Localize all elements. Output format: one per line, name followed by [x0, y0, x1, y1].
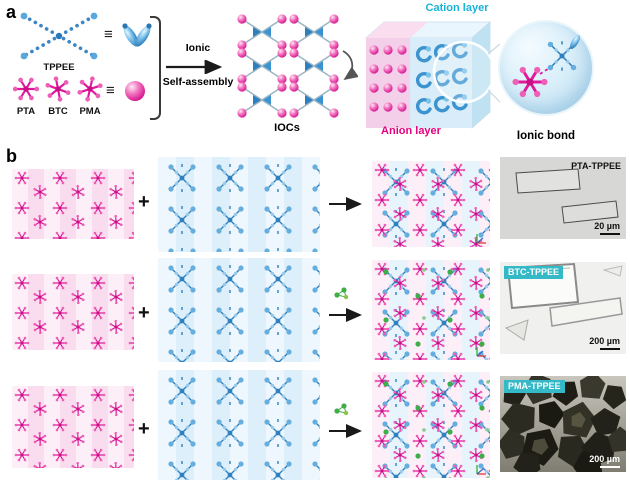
scale-text: 20 µm: [594, 220, 620, 231]
micrograph-pma-tppee: PMA-TPPEE 200 µm: [500, 376, 626, 472]
tppee-molecule: [20, 12, 98, 60]
self-assembly-arrow: [166, 60, 223, 74]
panel-a-label: a: [6, 2, 17, 22]
tppee-label: TPPEE: [43, 62, 75, 73]
plus-sign: +: [138, 418, 150, 440]
arrow-label-bottom: Self-assembly: [162, 76, 234, 88]
micrograph-btc-tppee: BTC-TPPEE 200 µm: [500, 262, 626, 354]
tppee-network-field: [158, 157, 320, 252]
ionic-bond-detail: [511, 35, 581, 99]
axis-indicator: [476, 465, 486, 475]
anion-crystal-field: [12, 274, 134, 350]
cation-layer-label: Cation layer: [425, 2, 489, 14]
iocs-structure: [236, 13, 340, 119]
crystal-outlines: [500, 157, 626, 239]
assembly-row-pma: +: [0, 370, 630, 482]
iocs-label: IOCs: [274, 122, 300, 134]
pta-label: PTA: [16, 106, 36, 117]
scale-bar: 20 µm: [594, 220, 620, 235]
reaction-arrow: [329, 308, 362, 322]
crystal-box: [364, 21, 500, 129]
rotate-arrow-icon: [342, 50, 358, 81]
assembled-crystal-field: [372, 161, 490, 247]
anion-spheres: [369, 45, 407, 112]
magnifier-circle: [432, 40, 496, 104]
reaction-arrow: [329, 197, 362, 211]
micrograph-label: PTA-TPPEE: [571, 161, 621, 171]
anion-molecules: [11, 76, 108, 104]
scale-bar-line: [600, 347, 620, 350]
plus-sign: +: [138, 302, 150, 324]
cation-unit-icon: [122, 23, 152, 47]
scale-bar-line: [600, 232, 620, 235]
anion-layer-label: Anion layer: [381, 125, 441, 137]
axis-indicator: [476, 347, 486, 357]
scale-bar: 200 µm: [589, 335, 620, 350]
panel-b-label: b: [6, 146, 17, 166]
micrograph-pta-tppee: PTA-TPPEE 20 µm: [500, 157, 626, 239]
equivalence-icon: ≡: [106, 82, 115, 99]
tppee-network-field: [158, 258, 320, 362]
anion-crystal-field: [12, 386, 134, 468]
reaction-arrow: [329, 424, 362, 438]
assembled-crystal-field: [372, 372, 490, 478]
micrograph-label: BTC-TPPEE: [504, 266, 564, 279]
plus-sign: +: [138, 191, 150, 213]
micrograph-label: PMA-TPPEE: [504, 380, 565, 393]
scale-bar-line: [600, 465, 620, 468]
btc-label: BTC: [48, 106, 68, 117]
axis-indicator: [476, 234, 486, 244]
scale-text: 200 µm: [589, 335, 620, 346]
arrow-label-top: Ionic: [185, 42, 211, 54]
additive-molecule-icon: [334, 286, 349, 300]
assembled-crystal-field: [372, 260, 490, 360]
grouping-bracket: [150, 16, 161, 120]
additive-molecule-icon: [334, 402, 349, 416]
tppee-network-field: [158, 370, 320, 480]
assembly-row-btc: + BTC-TP: [0, 258, 630, 364]
anion-crystal-field: [12, 169, 134, 239]
ionic-bond-label: Ionic bond: [516, 130, 576, 142]
ionic-bond-zoom: [500, 22, 592, 114]
anion-sphere-icon: [125, 81, 145, 101]
pma-label: PMA: [79, 106, 101, 117]
assembly-row-pta: + PTA-TPPEE 20 µm: [0, 155, 630, 255]
equivalence-icon: ≡: [104, 26, 113, 43]
scale-text: 200 µm: [589, 453, 620, 464]
scale-bar: 200 µm: [589, 453, 620, 468]
